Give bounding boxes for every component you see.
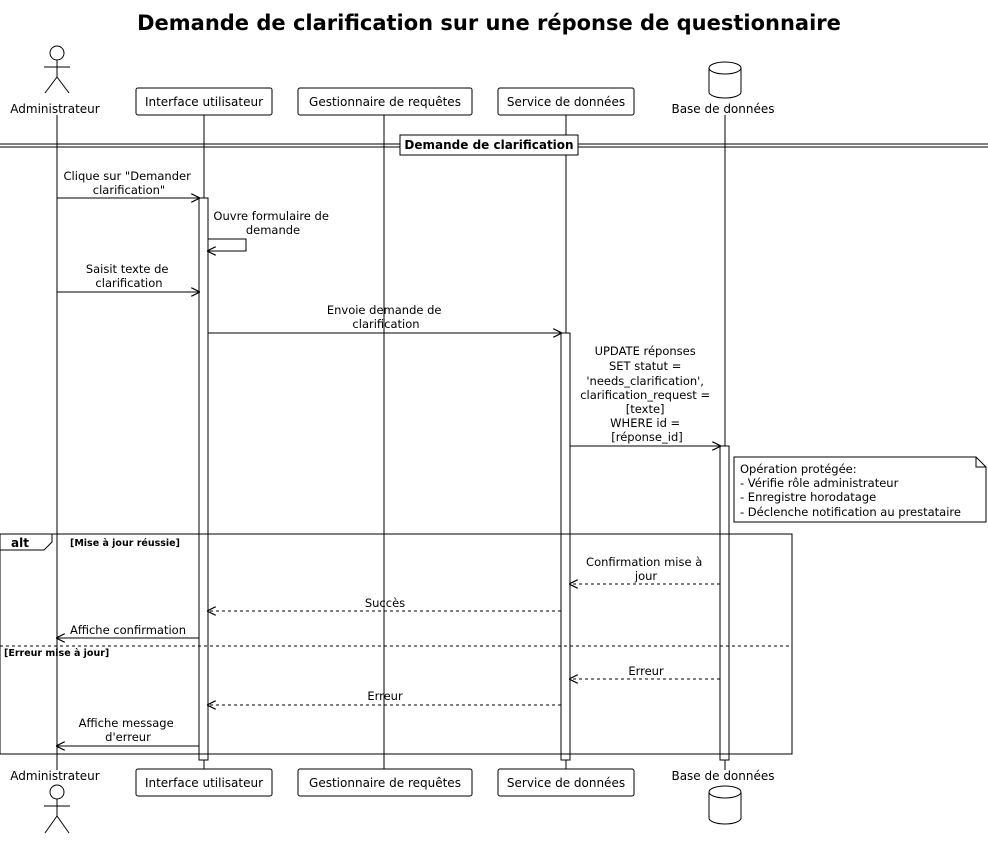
participant-admin-label-bottom: Administrateur [10,769,100,783]
activation-db [719,445,730,761]
msg-ouvre-arrow [208,238,247,251]
ret-succes-label: Succès [365,596,405,610]
msg-update-label: UPDATE réponses SET statut = 'needs_clar… [580,344,714,444]
participant-gestionnaire-box-top [297,87,473,116]
participant-service-box-bottom [497,768,635,797]
alt-guard-error: [Erreur mise à jour] [4,648,109,659]
participant-service-box-top [497,87,635,116]
msg-affiche-erreur-label: Affiche message d'erreur [79,716,178,744]
activation-service [560,332,571,761]
section-divider: Demande de clarification [0,134,988,156]
participant-gestionnaire-label-top: Gestionnaire de requêtes [309,95,461,109]
actor-admin-top [44,45,70,94]
participant-gestionnaire-label-bottom: Gestionnaire de requêtes [309,776,461,790]
participant-admin-label-top: Administrateur [10,102,100,116]
message-arrows [57,198,720,746]
participant-ui-label-top: Interface utilisateur [145,95,263,109]
database-icon-top [708,61,742,99]
msg-affiche-confirmation-label: Affiche confirmation [70,623,186,637]
actor-admin-bottom [44,784,70,834]
ret-erreur-db-label: Erreur [628,664,664,678]
alt-fragment: alt [Mise à jour réussie] [Erreur mise à… [0,533,793,755]
participant-db-label-top: Base de données [671,102,774,116]
divider-label: Demande de clarification [404,138,573,152]
participant-service-label-top: Service de données [507,95,625,109]
msg-ouvre-label: Ouvre formulaire de demande [213,209,332,237]
participant-ui-box-top [135,87,273,116]
participant-gestionnaire-box-bottom [297,768,473,797]
database-icon-bottom [708,785,742,825]
activation-bars [198,197,730,761]
participant-db-label-bottom: Base de données [671,769,774,783]
participant-service-label-bottom: Service de données [507,776,625,790]
alt-keyword: alt [11,536,29,550]
msg-saisit-label: Saisit texte de clarification [86,262,172,290]
ret-confirmation-label: Confirmation mise à jour [586,555,706,583]
note-operation-protegee: Opération protégée: - Vérifie rôle admin… [733,456,987,523]
ret-erreur-service-label: Erreur [367,689,403,703]
msg-clique-label: Clique sur "Demander clarification" [64,169,195,197]
alt-guard-success: [Mise à jour réussie] [70,538,180,549]
participant-ui-box-bottom [135,768,273,797]
diagram-title: Demande de clarification sur une réponse… [137,11,841,35]
note-text: Opération protégée: - Vérifie rôle admin… [740,462,961,519]
participant-ui-label-bottom: Interface utilisateur [145,776,263,790]
msg-envoie-label: Envoie demande de clarification [327,303,445,331]
activation-ui [198,197,209,761]
